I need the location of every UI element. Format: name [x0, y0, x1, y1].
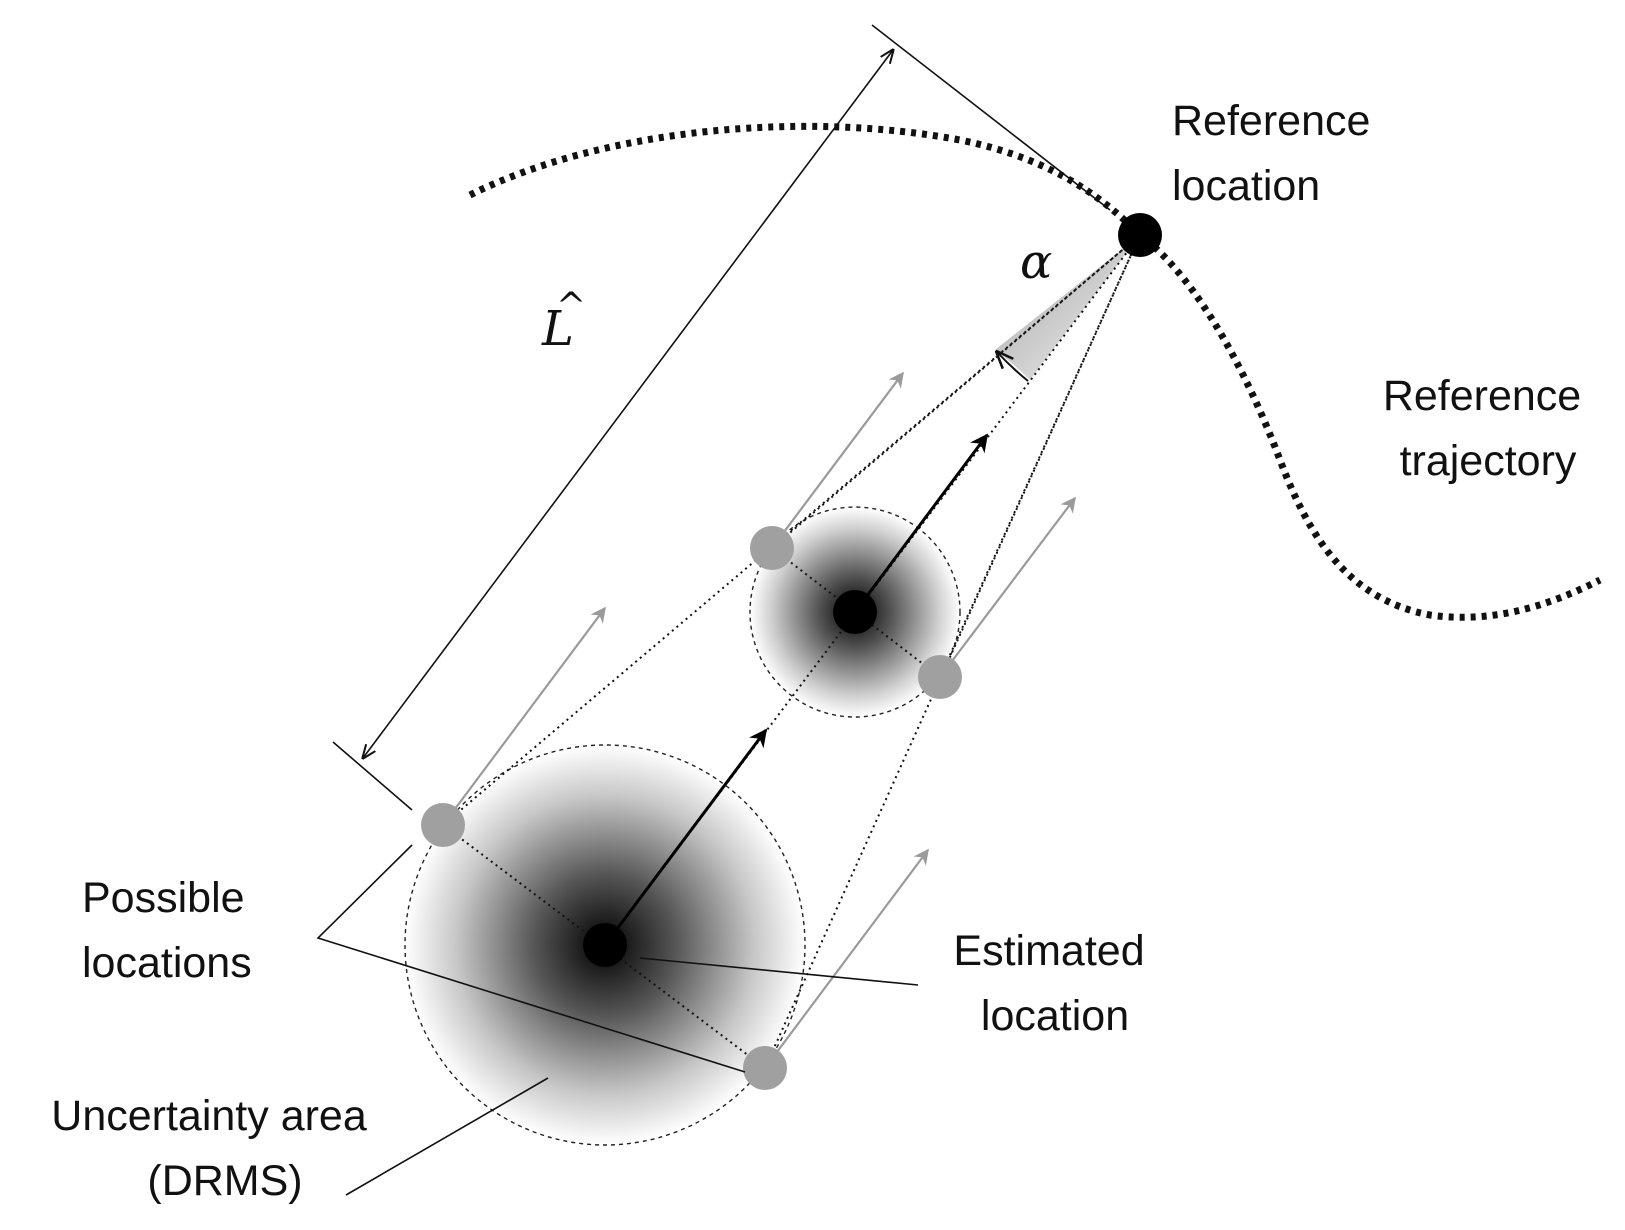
estimated-location-line-1: Estimated: [953, 927, 1144, 975]
possible-location-dots: [421, 526, 962, 1090]
reference-trajectory-line-1: Reference: [1383, 372, 1581, 420]
reference-location-line-2: location: [1172, 162, 1320, 210]
possible-locations-line-2: locations: [82, 939, 252, 987]
reference-location-line-1: Reference: [1172, 97, 1370, 145]
possible-locations-label: Possible locations: [82, 874, 256, 987]
reference-location-label: Reference location: [1172, 97, 1382, 210]
reference-trajectory-line-2: trajectory: [1400, 437, 1577, 485]
estimated-location-line-2: location: [981, 992, 1129, 1040]
estimated-location-dot-1: [583, 923, 627, 967]
uncertainty-area-line-2: (DRMS): [147, 1157, 302, 1205]
reference-trajectory-label: Reference trajectory: [1383, 372, 1593, 485]
uncertainty-area-line-1: Uncertainty area: [51, 1092, 367, 1140]
possible-locations-line-1: Possible: [82, 874, 245, 922]
reference-location-dot: [1118, 213, 1162, 257]
leader-lines: [316, 844, 919, 1196]
distance-dimension: [332, 24, 1111, 811]
distance-symbol: L: [541, 301, 574, 357]
uncertainty-area-label: Uncertainty area (DRMS): [51, 1092, 378, 1205]
angle-wedge: [995, 235, 1140, 380]
estimated-location-dot-2: [833, 590, 877, 634]
angle-arc: [997, 352, 1029, 382]
distance-hat: ^: [556, 286, 586, 327]
angle-symbol: α: [1020, 234, 1052, 290]
estimated-location-label: Estimated location: [953, 927, 1156, 1040]
